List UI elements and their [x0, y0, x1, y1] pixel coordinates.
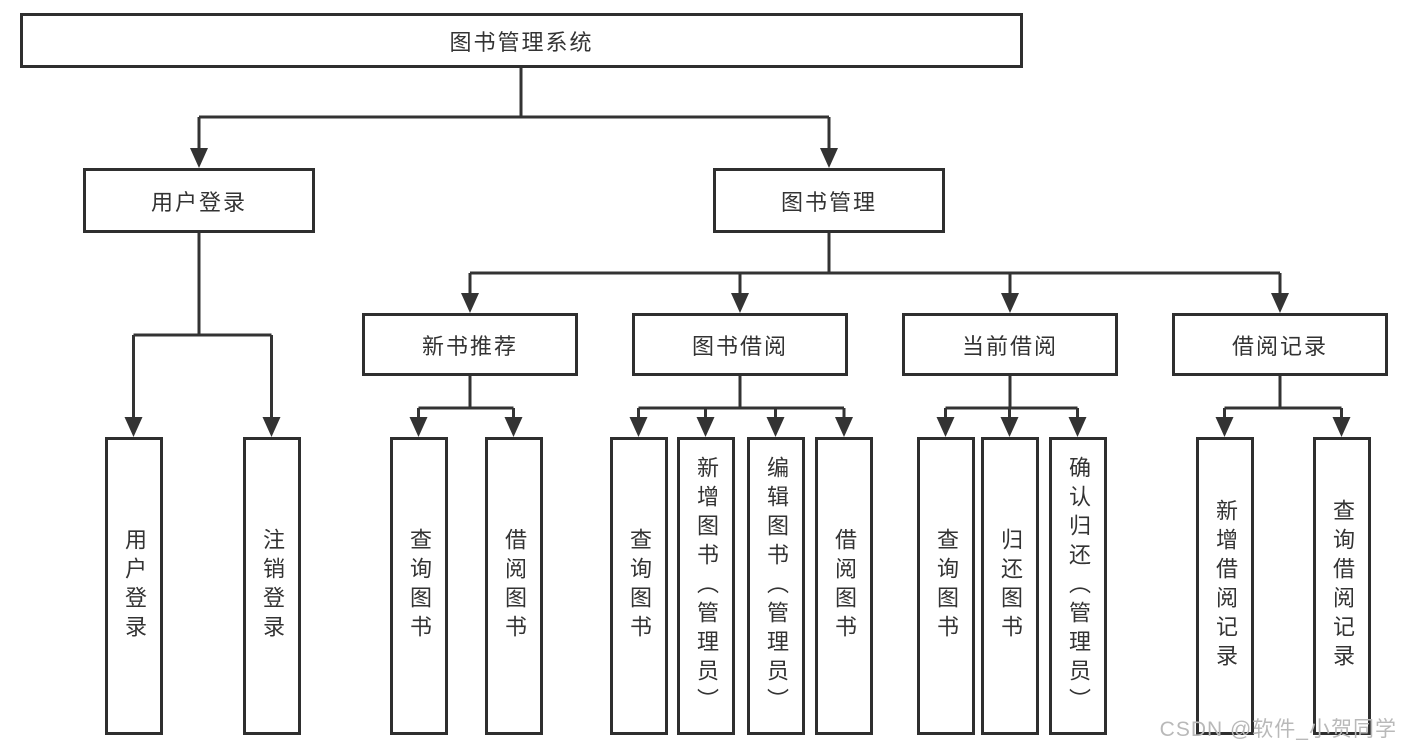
- leaf-query-books-recommend: 查询图书: [390, 437, 448, 735]
- node-label: 借阅记录: [1231, 333, 1328, 359]
- node-label: 用户登录: [122, 528, 147, 644]
- node-label: 查询图书: [627, 528, 652, 644]
- leaf-logout: 注销登录: [243, 437, 301, 735]
- leaf-return-books: 归还图书: [981, 437, 1039, 735]
- node-label: 当前借阅: [961, 333, 1058, 359]
- node-label: 查询图书: [407, 528, 432, 644]
- leaf-edit-books-admin: 编辑图书（管理员）: [747, 437, 805, 735]
- node-label: 归还图书: [998, 528, 1023, 644]
- node-label: 查询图书: [934, 528, 959, 644]
- leaf-query-books-borrowing: 查询图书: [610, 437, 668, 735]
- node-label: 注销登录: [260, 528, 285, 644]
- node-root-library-system: 图书管理系统: [20, 13, 1023, 68]
- node-label: 图书管理: [780, 189, 877, 215]
- leaf-borrow-books-borrowing: 借阅图书: [815, 437, 873, 735]
- node-label: 查询借阅记录: [1330, 499, 1355, 673]
- leaf-add-borrow-record: 新增借阅记录: [1196, 437, 1254, 735]
- leaf-query-books-current: 查询图书: [917, 437, 975, 735]
- node-label: 确认归还（管理员）: [1066, 455, 1091, 717]
- node-label: 图书借阅: [691, 333, 788, 359]
- leaf-add-books-admin: 新增图书（管理员）: [677, 437, 735, 735]
- node-book-management: 图书管理: [713, 168, 945, 233]
- node-current-borrowing: 当前借阅: [902, 313, 1118, 376]
- node-label: 用户登录: [150, 189, 247, 215]
- leaf-borrow-books-recommend: 借阅图书: [485, 437, 543, 735]
- leaf-confirm-return-admin: 确认归还（管理员）: [1049, 437, 1107, 735]
- node-label: 新增图书（管理员）: [694, 455, 719, 717]
- node-new-book-recommend: 新书推荐: [362, 313, 578, 376]
- node-book-borrowing: 图书借阅: [632, 313, 848, 376]
- node-label: 新增借阅记录: [1213, 499, 1238, 673]
- node-borrowing-records: 借阅记录: [1172, 313, 1388, 376]
- node-label: 借阅图书: [832, 528, 857, 644]
- csdn-watermark: CSDN @软件_小贺同学: [1159, 718, 1397, 741]
- node-label: 借阅图书: [502, 528, 527, 644]
- leaf-user-login: 用户登录: [105, 437, 163, 735]
- leaf-query-borrow-record: 查询借阅记录: [1313, 437, 1371, 735]
- node-label: 新书推荐: [421, 333, 518, 359]
- node-user-login: 用户登录: [83, 168, 315, 233]
- node-label: 图书管理系统: [449, 29, 594, 55]
- node-label: 编辑图书（管理员）: [764, 455, 789, 717]
